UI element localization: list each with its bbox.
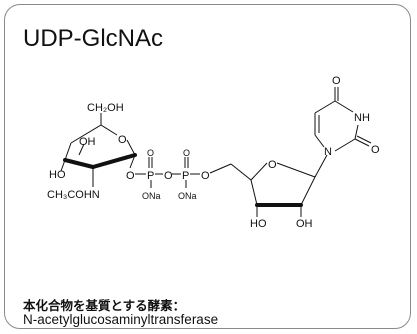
- card-frame: UDP-GlcNAc CH₂OH O OH HO CH₃COHN O P O O…: [4, 4, 411, 329]
- bond-c1-o: [129, 154, 136, 169]
- o-link-2: O: [164, 170, 173, 182]
- nhac-label: CH₃COHN: [47, 189, 100, 201]
- bond-c3-c2: [63, 158, 95, 169]
- ho-label: HO: [49, 169, 66, 181]
- ribose-oxygen-label: O: [268, 159, 277, 171]
- bond-n3-c2: [354, 124, 359, 140]
- p2-label: P: [182, 170, 189, 182]
- bond-c3-oh: [78, 143, 85, 156]
- bond-n1-c6: [314, 134, 325, 148]
- bond-o-c1: [126, 139, 136, 156]
- ona-label-1: ONa: [142, 191, 161, 201]
- ribose-ho-label: HO: [250, 218, 267, 230]
- uracil-nh-label: NH: [354, 112, 370, 124]
- p1-label: P: [147, 170, 154, 182]
- uracil-n-label: N: [324, 146, 332, 158]
- molecule-title: UDP-GlcNAc: [23, 25, 164, 52]
- bond-c2-o: [354, 138, 370, 147]
- bond-c5-o: [100, 124, 118, 136]
- bond-c4-n3: [334, 100, 354, 113]
- ring-oxygen-label: O: [118, 134, 127, 146]
- bond-o-ch2: [209, 163, 232, 174]
- bond-c4-ho: [60, 159, 66, 172]
- o-link-3: O: [201, 170, 210, 182]
- bond-c4-c3: [64, 142, 72, 161]
- ch2oh-label: CH₂OH: [87, 102, 124, 114]
- uracil-o-right: O: [371, 144, 380, 156]
- o-link-1: O: [126, 170, 135, 182]
- ona-label-2: ONa: [178, 191, 197, 201]
- bond-c2-c1: [91, 153, 137, 169]
- bond-c1-n: [314, 154, 328, 178]
- bond-c5-c4-ribose: [230, 163, 252, 181]
- bond-c4-c3-ribose: [250, 179, 258, 206]
- enzyme-caption-ja: 本化合物を基質とする酵素：: [23, 298, 186, 313]
- bond-c4-o: [250, 162, 268, 181]
- oh-label: OH: [79, 136, 96, 148]
- bond-c2-n1: [334, 138, 356, 152]
- udp-glcnac-structure: CH₂OH O OH HO CH₃COHN O P O ONa O P O ON…: [47, 75, 380, 230]
- bond-c5-c4: [314, 100, 336, 114]
- p1-oxo: O: [147, 148, 154, 158]
- bond-c2-o-double: [356, 135, 372, 144]
- bond-c5-c4: [70, 124, 102, 144]
- uracil-o-top: O: [332, 75, 341, 87]
- enzyme-caption-en: N-acetylglucosaminyltransferase: [23, 312, 219, 327]
- p2-oxo: O: [183, 148, 190, 158]
- ribose-oh-label: OH: [296, 218, 313, 230]
- bond-o-c1-ribose: [276, 162, 316, 178]
- bond-c2-c1-ribose: [300, 176, 316, 206]
